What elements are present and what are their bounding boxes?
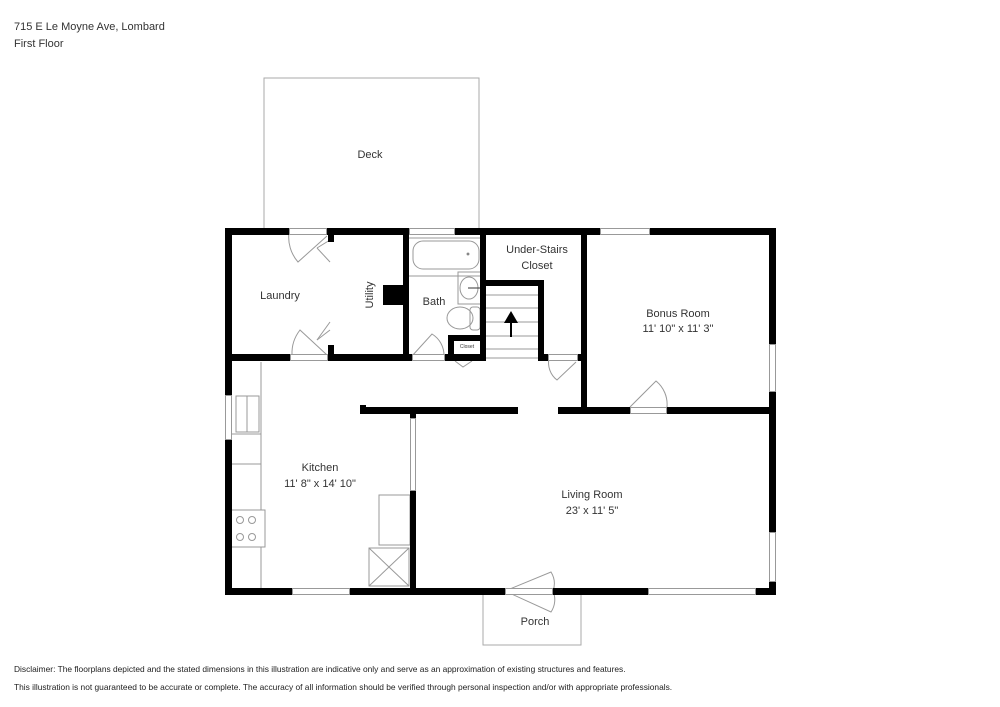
floor-label: First Floor <box>14 38 64 50</box>
wall-bonus-bottom <box>558 407 776 414</box>
refrigerator-icon <box>378 494 411 546</box>
utility-block <box>383 285 403 305</box>
window <box>648 588 756 595</box>
room-label-living: Living Room <box>561 489 623 501</box>
room-label-porch: Porch <box>520 616 550 628</box>
wall-closet-left <box>448 335 454 361</box>
wall-laundry-right-stub <box>328 232 334 242</box>
room-label-deck: Deck <box>357 149 383 161</box>
bathtub-icon <box>407 237 485 277</box>
room-label-bonus: Bonus Room <box>646 308 710 320</box>
wall-hall-bottom <box>360 407 518 414</box>
disclaimer-line-1: Disclaimer: The floorplans depicted and … <box>14 664 626 674</box>
door-opening <box>548 354 578 361</box>
window <box>410 418 416 491</box>
sink-icon <box>457 271 483 305</box>
window <box>225 395 232 440</box>
wall-bottom <box>225 588 776 595</box>
room-label-utility: Utility <box>364 281 376 309</box>
room-label-laundry: Laundry <box>260 290 300 302</box>
wall-stair-top <box>480 280 544 286</box>
toilet-icon <box>446 306 481 331</box>
window <box>292 588 350 595</box>
window <box>769 532 776 582</box>
stove-icon <box>230 509 266 548</box>
wall-laundry-bath <box>403 228 409 361</box>
wall-closet-top <box>448 335 484 341</box>
address-title: 715 E Le Moyne Ave, Lombard <box>14 21 165 33</box>
door-opening <box>289 228 327 235</box>
door-opening <box>630 407 667 414</box>
room-dims-kitchen: 11' 8" x 14' 10" <box>284 478 356 490</box>
door-swing-icon <box>288 231 668 613</box>
room-label-bath: Bath <box>422 296 446 308</box>
wall-top <box>225 228 776 235</box>
wall-laundry-right-stub2 <box>328 345 334 357</box>
window <box>409 228 455 235</box>
room-dims-bonus: 11' 10" x 11' 3" <box>642 323 714 335</box>
room-dims-living: 23' x 11' 5" <box>565 505 619 517</box>
oven-icon <box>368 547 410 587</box>
room-label-under-stairs: Under-Stairs <box>506 244 568 256</box>
room-label-under-stairs-2: Closet <box>521 260 553 272</box>
room-label-kitchen: Kitchen <box>301 462 339 474</box>
room-label-closet: Closet <box>459 344 475 350</box>
wall-stair-right <box>538 280 544 361</box>
window <box>769 344 776 392</box>
wall-bath-closet-right <box>480 228 486 361</box>
stairs-up-arrow-icon <box>504 311 518 337</box>
door-opening <box>505 588 553 595</box>
door-opening <box>412 354 445 361</box>
wall-bonus-left <box>581 228 587 414</box>
door-opening <box>290 354 328 361</box>
wall-hall-stub <box>360 405 366 414</box>
disclaimer-line-2: This illustration is not guaranteed to b… <box>14 682 673 692</box>
wall-kitchen-living <box>410 407 416 595</box>
window <box>600 228 650 235</box>
